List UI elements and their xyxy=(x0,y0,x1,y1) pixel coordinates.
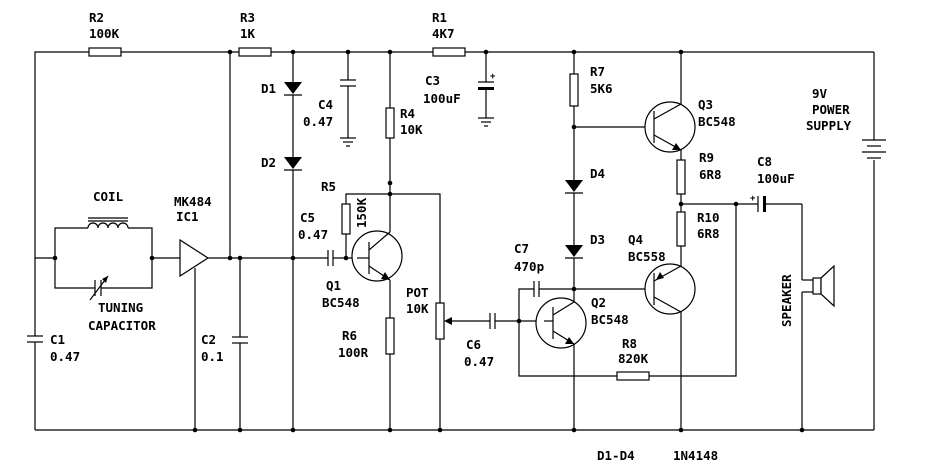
r1-value: 4K7 xyxy=(432,26,455,41)
c7-value: 470p xyxy=(514,259,544,274)
speaker: SPEAKER xyxy=(779,204,835,430)
ic1-value: MK484 xyxy=(174,194,212,209)
r3-resistor: R3 1K xyxy=(238,10,272,57)
d2-ref: D2 xyxy=(261,155,276,170)
r10-resistor: R10 6R8 xyxy=(676,203,758,266)
q3-transistor: Q3 BC548 xyxy=(574,52,736,160)
q2-ref: Q2 xyxy=(591,295,606,310)
q1-ref: Q1 xyxy=(326,278,341,293)
c5-capacitor: C5 0.47 xyxy=(298,210,357,266)
c3-plus: + xyxy=(490,72,496,82)
r6-resistor: R6 100R xyxy=(338,317,395,430)
supply-line1: 9V xyxy=(812,86,828,101)
d1-d2-chain: D1 D2 xyxy=(261,52,302,430)
r10-ref: R10 xyxy=(697,210,720,225)
r1-ref: R1 xyxy=(432,10,447,25)
r3-value: 1K xyxy=(240,26,256,41)
coil-label: COIL xyxy=(93,189,124,204)
r7-d4-d3-chain: R7 5K6 D4 D3 xyxy=(565,52,613,302)
q1-transistor: Q1 BC548 xyxy=(322,230,403,318)
q1-value: BC548 xyxy=(322,295,360,310)
speaker-label: SPEAKER xyxy=(779,274,794,327)
r8-value: 820K xyxy=(618,351,649,366)
note-type: 1N4148 xyxy=(673,448,718,463)
r2-ref: R2 xyxy=(89,10,104,25)
c4-value: 0.47 xyxy=(303,114,333,129)
supply-line3: SUPPLY xyxy=(806,118,852,133)
r4-value: 10K xyxy=(400,122,423,137)
d1-ref: D1 xyxy=(261,81,276,96)
r6-value: 100R xyxy=(338,345,369,360)
r2-value: 100K xyxy=(89,26,120,41)
q4-value: BC558 xyxy=(628,249,666,264)
c6-ref: C6 xyxy=(466,337,481,352)
r1-resistor: R1 4K7 xyxy=(432,10,466,57)
top-rail xyxy=(34,51,874,258)
r7-value: 5K6 xyxy=(590,81,613,96)
r6-ref: R6 xyxy=(342,328,357,343)
c1-capacitor: C1 0.47 xyxy=(27,258,80,364)
tuned-circuit-wiring xyxy=(35,227,180,289)
q3-ref: Q3 xyxy=(698,97,713,112)
c8-plus: + xyxy=(750,194,756,204)
r5-ref: R5 xyxy=(321,179,336,194)
c2-value: 0.1 xyxy=(201,349,224,364)
c4-capacitor: C4 0.47 xyxy=(303,52,356,147)
ic1-ref: IC1 xyxy=(176,209,199,224)
ground-rail xyxy=(34,52,875,431)
pot-value: 10K xyxy=(406,301,429,316)
r4-ref: R4 xyxy=(400,106,415,121)
r9-resistor: R9 6R8 xyxy=(676,150,722,212)
c5-ref: C5 xyxy=(300,210,315,225)
r5-value: 150K xyxy=(354,197,369,228)
tuning-capacitor: TUNING CAPACITOR xyxy=(88,275,156,333)
c7-ref: C7 xyxy=(514,241,529,256)
tuning-label-line1: TUNING xyxy=(98,300,143,315)
r10-value: 6R8 xyxy=(697,226,720,241)
tuning-label-line2: CAPACITOR xyxy=(88,318,156,333)
c7-capacitor: C7 470p xyxy=(514,241,574,321)
c5-value: 0.47 xyxy=(298,227,328,242)
r9-ref: R9 xyxy=(699,150,714,165)
r7-ref: R7 xyxy=(590,64,605,79)
pot-potentiometer: POT 10K xyxy=(390,193,490,430)
r9-value: 6R8 xyxy=(699,167,722,182)
r2-resistor: R2 100K xyxy=(88,10,122,57)
note-diodes: D1-D4 xyxy=(597,448,635,463)
pot-ref: POT xyxy=(406,285,429,300)
c6-value: 0.47 xyxy=(464,354,494,369)
r4-resistor: R4 10K xyxy=(385,52,423,232)
r5-resistor: R5 150K xyxy=(321,179,390,258)
q4-transistor: Q4 BC558 xyxy=(574,232,696,430)
c8-value: 100uF xyxy=(757,171,795,186)
ic1-mk484: MK484 IC1 xyxy=(174,194,300,430)
q2-value: BC548 xyxy=(591,312,629,327)
c2-ref: C2 xyxy=(201,332,216,347)
r8-ref: R8 xyxy=(622,336,637,351)
c3-capacitor: + C3 100uF xyxy=(423,52,496,127)
q4-ref: Q4 xyxy=(628,232,643,247)
junction-dots xyxy=(52,49,805,433)
c1-value: 0.47 xyxy=(50,349,80,364)
c3-value: 100uF xyxy=(423,91,461,106)
c8-capacitor: + C8 100uF xyxy=(750,154,802,212)
q2-transistor: Q2 BC548 xyxy=(535,295,629,430)
coil-inductor: COIL xyxy=(87,189,129,229)
c3-ref: C3 xyxy=(425,73,440,88)
r8-feedback: R8 820K xyxy=(518,204,737,381)
c4-ref: C4 xyxy=(318,97,333,112)
c2-capacitor: C2 0.1 xyxy=(201,258,248,430)
supply-line2: POWER xyxy=(812,102,850,117)
battery-9v: 9V POWER SUPPLY xyxy=(806,86,886,159)
r3-ref: R3 xyxy=(240,10,255,25)
c1-ref: C1 xyxy=(50,332,65,347)
c8-ref: C8 xyxy=(757,154,772,169)
d4-ref: D4 xyxy=(590,166,605,181)
q3-value: BC548 xyxy=(698,114,736,129)
d3-ref: D3 xyxy=(590,232,605,247)
